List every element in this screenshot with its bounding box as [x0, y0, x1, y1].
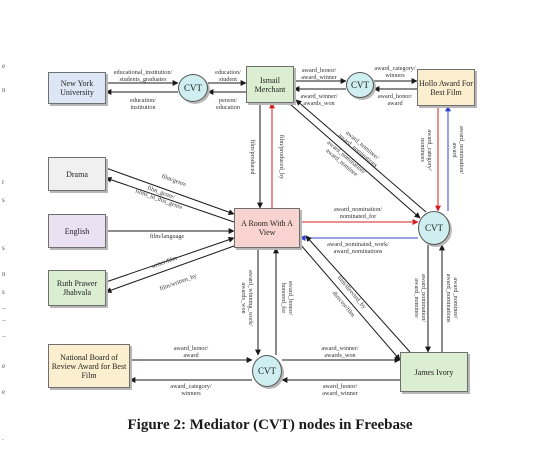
node-ismail-merchant: Ismail Merchant: [246, 66, 294, 103]
node-james-ivory: James Ivory: [400, 352, 468, 392]
node-label: Ismail Merchant: [254, 75, 286, 94]
edge-label: film/language: [150, 233, 185, 240]
margin-fragment: .: [2, 434, 4, 442]
edge-label: person/education: [216, 97, 240, 111]
edge-label: award_category/nominees: [419, 129, 433, 171]
edge-label: award_winner/awards_won: [321, 345, 358, 359]
edge-arrow: [305, 235, 411, 353]
node-label: A Room With A View: [241, 219, 293, 237]
edge-label: award_honor/award: [174, 345, 209, 359]
edge-label: award_honor/award: [378, 93, 413, 107]
node-national-board-of-review-award: National Board of Review Award for Best …: [48, 344, 130, 388]
margin-fragment: r: [2, 178, 5, 186]
node-label: Ruth Prawer Jhabvala: [56, 279, 98, 297]
cvt-label: CVT: [351, 80, 369, 90]
edge-label: award_honor/honored_for: [280, 281, 294, 316]
node-a-room-with-a-view: A Room With A View: [234, 208, 300, 248]
figure-caption: Figure 2: Mediator (CVT) nodes in Freeba…: [127, 417, 413, 433]
margin-fragment: s: [2, 196, 5, 204]
edge-arrow: [105, 245, 235, 293]
margin-fragment: e: [2, 62, 6, 70]
edge-arrow: [105, 236, 235, 283]
margin-fragment: e: [2, 388, 6, 396]
edge-label: award_category/winners: [374, 65, 416, 79]
cvt-node-nbr-award: CVT: [252, 355, 282, 387]
margin-fragment: s: [2, 244, 5, 252]
edge-label: award_winning_work/awards_won: [240, 270, 254, 326]
edge-label: film/genre: [161, 173, 188, 188]
node-drama: Drama: [48, 157, 106, 191]
edge-label: award_winner/awards_won: [300, 93, 337, 107]
edge-label: award_nominee/award_nominations: [445, 274, 459, 323]
edge-label: award_category/winners: [170, 383, 212, 397]
cvt-node-award-nomination: CVT: [418, 211, 450, 245]
margin-fragment: e: [2, 362, 6, 370]
edge-label: film/produced_by: [278, 135, 285, 180]
node-label: James Ivory: [414, 367, 454, 377]
node-label: National Board of Review Award for Best …: [51, 352, 127, 380]
margin-fragment: –: [2, 332, 6, 340]
margin-fragment: –: [2, 304, 6, 312]
edge-label: film/written_by: [159, 272, 199, 292]
node-label: Hollo Award For Best Film: [419, 78, 473, 97]
margin-fragment: –: [2, 316, 6, 324]
edge-arrow: [105, 176, 235, 223]
node-new-york-university: New York University: [48, 72, 106, 104]
edge-arrow: [105, 167, 235, 215]
cvt-node-education: CVT: [178, 74, 208, 102]
edge-label: award_nominated_work/award_nominations: [327, 241, 389, 255]
edge-label: educational_institution/students_graduat…: [114, 69, 173, 83]
edge-arrow: [299, 243, 401, 361]
edge-label: award_nomination/nominated_for: [334, 206, 382, 220]
node-hollo-award: Hollo Award For Best Film: [417, 69, 475, 106]
edge-arrow: [295, 99, 427, 213]
margin-fragment: n: [2, 270, 6, 278]
edge-label: award_nomination/award: [451, 126, 465, 174]
margin-fragment: n: [2, 86, 6, 94]
edge-label: film/produced: [249, 139, 256, 175]
cvt-node-award-honor: CVT: [346, 72, 374, 98]
edge-label: education/student: [215, 69, 241, 83]
edge-label: award_nomination/award_nominee: [413, 274, 427, 322]
node-label: Drama: [66, 169, 88, 179]
edge-label: education/institution: [130, 97, 156, 111]
node-ruth-prawer-jhabvala: Ruth Prawer Jhabvala: [48, 270, 106, 306]
edge-label: award_honor/award_winner: [301, 67, 336, 81]
edge-arrow: [289, 103, 421, 219]
cvt-label: CVT: [184, 83, 202, 93]
margin-fragment: s: [2, 288, 5, 296]
cvt-label: CVT: [425, 223, 443, 233]
cvt-label: CVT: [258, 366, 276, 376]
node-english: English: [48, 214, 106, 248]
node-label: New York University: [60, 79, 94, 97]
edge-label: award_honor/award_winner: [322, 383, 357, 397]
node-label: English: [64, 226, 90, 236]
